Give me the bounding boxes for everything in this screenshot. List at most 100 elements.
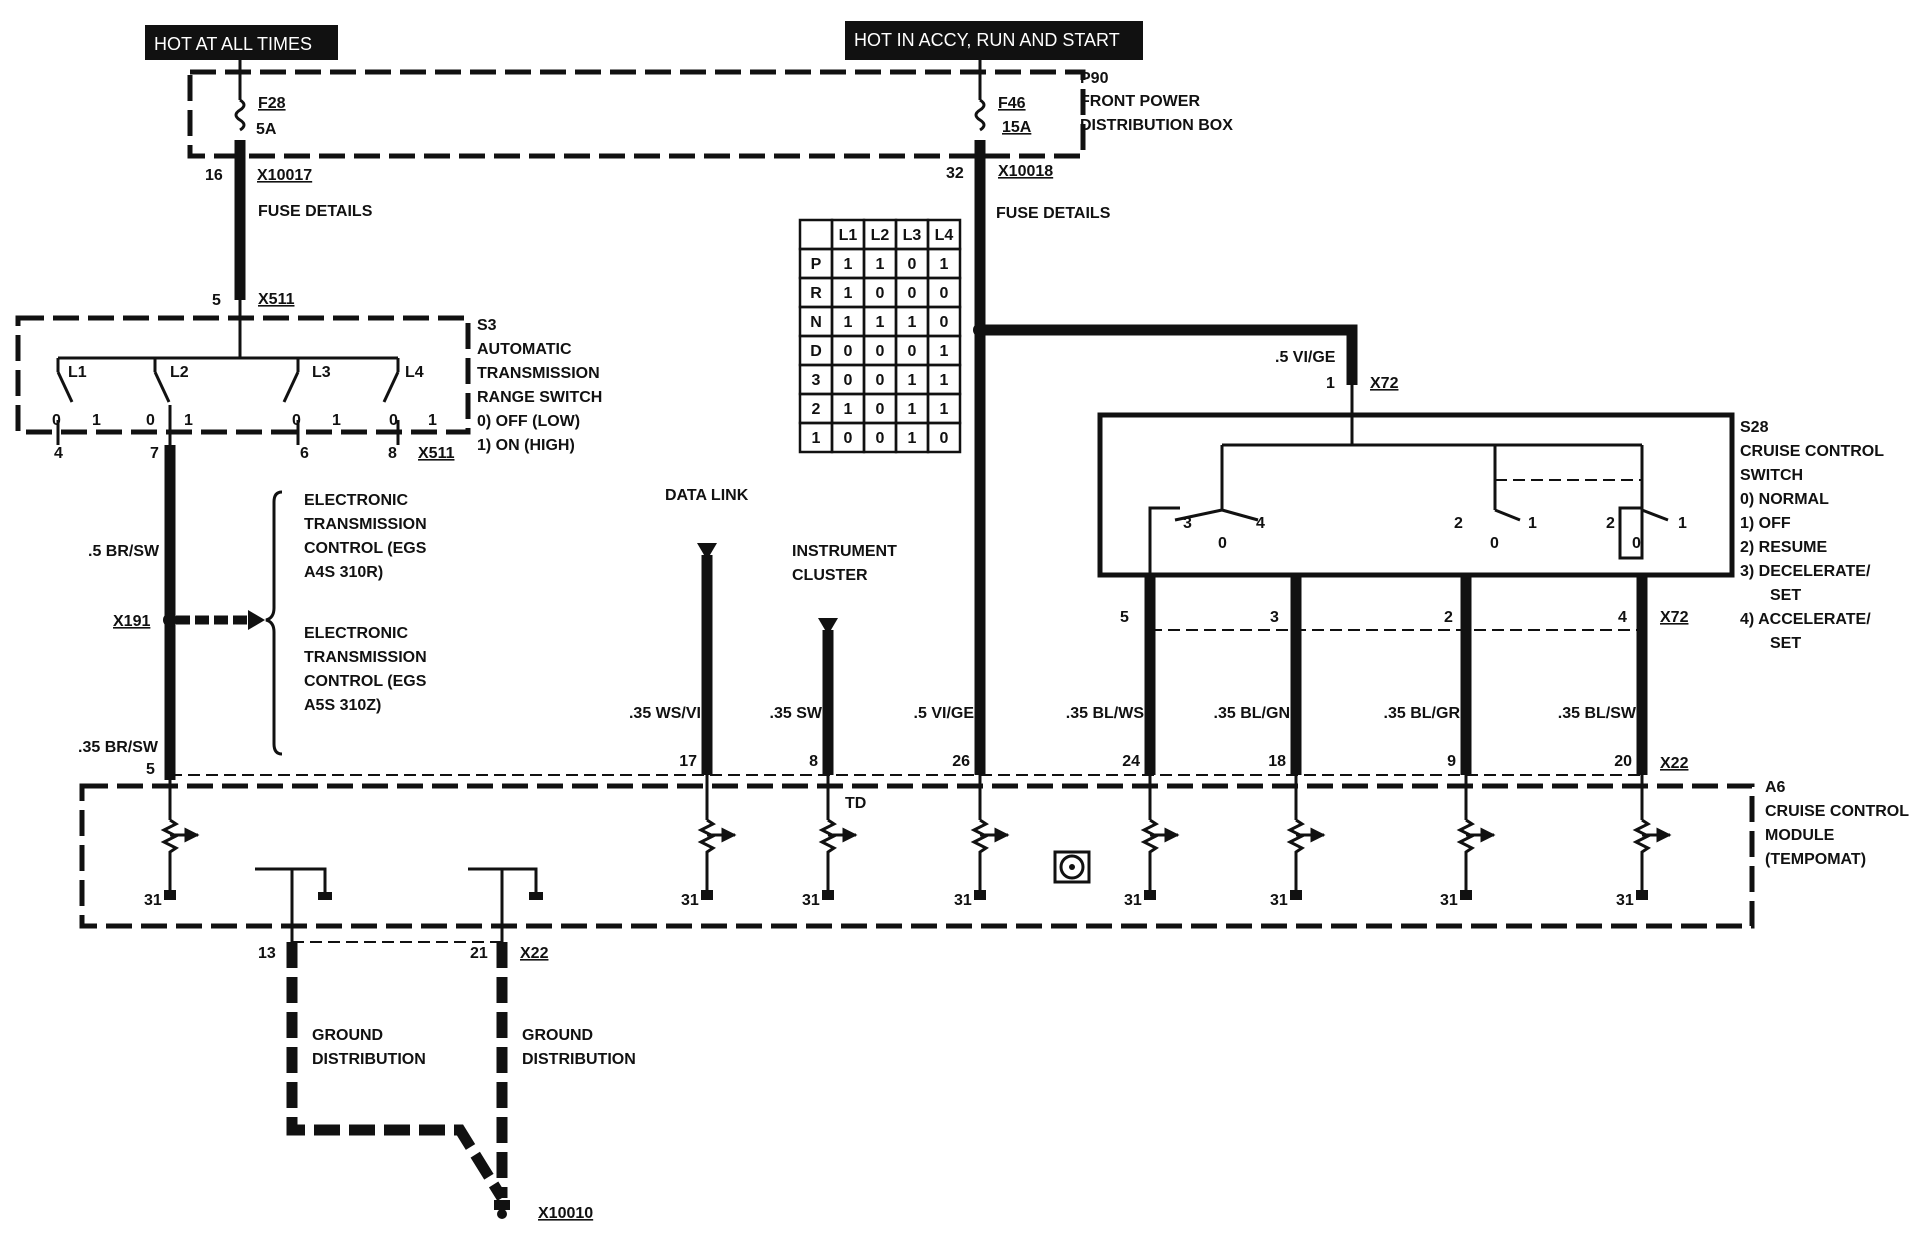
svg-text:2) RESUME: 2) RESUME [1740,539,1827,556]
svg-text:CRUISE CONTROL: CRUISE CONTROL [1765,803,1909,820]
table-cell: 1 [908,430,917,447]
table-cell: 1 [876,256,885,273]
svg-text:3: 3 [1270,609,1279,626]
svg-text:4: 4 [1618,609,1627,626]
svg-text:21: 21 [470,945,488,962]
svg-text:S28: S28 [1740,419,1769,436]
svg-text:L3: L3 [312,364,331,381]
table-cell: N [810,314,822,331]
p90-name-1: FRONT POWER [1080,93,1200,110]
data-link-label: DATA LINK [665,487,749,504]
svg-text:0: 0 [1490,535,1499,552]
wire-label: .35 BL/SW [1558,705,1637,722]
svg-text:4: 4 [1256,515,1265,532]
wire-label: .35 BL/GR [1384,705,1461,722]
svg-text:3) DECELERATE/: 3) DECELERATE/ [1740,563,1871,580]
svg-text:ELECTRONIC: ELECTRONIC [304,625,408,642]
svg-text:CRUISE CONTROL: CRUISE CONTROL [1740,443,1884,460]
svg-text:1: 1 [92,412,101,429]
fuse-f28-rating: 5A [256,121,277,138]
svg-text:A4S 310R): A4S 310R) [304,564,383,581]
steering-wheel-icon [1053,850,1091,884]
svg-text:2: 2 [1606,515,1615,532]
svg-text:GROUND: GROUND [312,1027,383,1044]
module-pin: 26 [952,753,970,770]
module-pin: 8 [809,753,818,770]
table-cell: 0 [876,430,885,447]
svg-text:ELECTRONIC: ELECTRONIC [304,492,408,509]
ground-point-x10010: X10010 [538,1205,593,1222]
module-pin: 17 [679,753,697,770]
svg-text:X22: X22 [1660,755,1689,772]
table-cell: 0 [876,285,885,302]
table-cell: 3 [812,372,821,389]
table-cell: 1 [844,256,853,273]
svg-text:8: 8 [388,445,397,462]
table-cell: P [811,256,822,273]
table-cell: 2 [812,401,821,418]
table-cell: 1 [844,285,853,302]
fuse-details-left: FUSE DETAILS [258,203,373,220]
svg-text:0: 0 [292,412,301,429]
svg-text:1: 1 [428,412,437,429]
table-cell: 1 [940,343,949,360]
ground-pin-31: 31 [802,892,820,909]
svg-text:X511: X511 [418,445,455,462]
svg-text:0: 0 [52,412,61,429]
ground-pin-31: 31 [954,892,972,909]
conn-x10017: X10017 [257,167,312,184]
conn-x10018: X10018 [998,163,1053,180]
table-cell: 0 [908,256,917,273]
table-cell: R [810,285,822,302]
conn-x511-top: X511 [258,291,295,308]
ground-distribution: GROUND DISTRIBUTION GROUND DISTRIBUTION … [286,941,636,1222]
pin-16: 16 [205,167,223,184]
wire-label: .35 BL/GN [1214,705,1290,722]
fuse-details-right: FUSE DETAILS [996,205,1111,222]
table-cell: 1 [908,372,917,389]
svg-text:TRANSMISSION: TRANSMISSION [477,365,600,382]
table-cell: 1 [940,372,949,389]
table-cell: 0 [940,314,949,331]
svg-text:X72: X72 [1660,609,1689,626]
svg-text:HOT IN ACCY, RUN AND START: HOT IN ACCY, RUN AND START [854,30,1120,50]
svg-text:.5 VI/GE: .5 VI/GE [1275,349,1336,366]
svg-text:1: 1 [332,412,341,429]
svg-text:2: 2 [1444,609,1453,626]
fuse-f28-label: F28 [258,95,286,112]
s3-range-switch: L1 L2 L3 L4 0 1 0 1 0 1 0 1 4 7 6 8 X511… [15,300,602,462]
svg-text:TRANSMISSION: TRANSMISSION [304,649,427,666]
svg-text:0: 0 [1218,535,1227,552]
svg-text:HOT AT ALL TIMES: HOT AT ALL TIMES [154,34,312,54]
svg-text:(TEMPOMAT): (TEMPOMAT) [1765,851,1866,868]
table-cell: 0 [876,372,885,389]
svg-text:1: 1 [1678,515,1687,532]
ground-pin-31: 31 [1440,892,1458,909]
svg-text:1: 1 [1326,375,1335,392]
svg-text:RANGE SWITCH: RANGE SWITCH [477,389,602,406]
wire-label: .35 BL/WS [1066,705,1145,722]
ground-pin-31: 31 [1270,892,1288,909]
svg-text:SET: SET [1770,635,1801,652]
td-label: TD [845,795,866,812]
svg-text:1: 1 [1528,515,1537,532]
svg-text:1) OFF: 1) OFF [1740,515,1791,532]
svg-text:1: 1 [184,412,193,429]
table-cell: 0 [940,285,949,302]
svg-text:DISTRIBUTION: DISTRIBUTION [522,1051,636,1068]
svg-text:X22: X22 [520,945,549,962]
table-cell: 1 [812,430,821,447]
table-cell: 1 [940,256,949,273]
egs-brace [265,490,283,756]
table-cell: 0 [940,430,949,447]
ground-pin-31: 31 [144,892,162,909]
wire-label: .35 WS/VI [629,705,701,722]
table-cell: 1 [940,401,949,418]
s3-pin-5: 5 [212,292,221,309]
table-cell: 0 [844,343,853,360]
table-cell: 1 [876,314,885,331]
svg-text:L4: L4 [405,364,424,381]
header-hot-in-accy: HOT IN ACCY, RUN AND START [845,21,1143,60]
svg-text:0) NORMAL: 0) NORMAL [1740,491,1829,508]
